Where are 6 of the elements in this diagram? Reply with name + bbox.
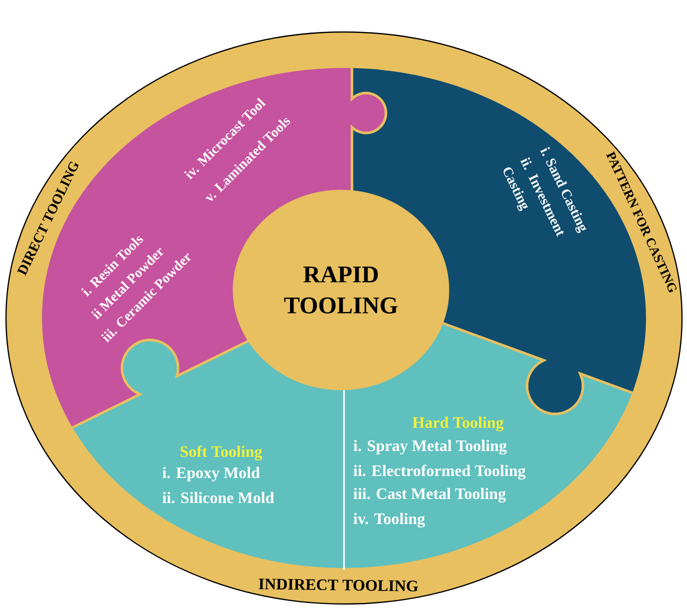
list-item: i. Spray Metal Tooling: [354, 440, 507, 455]
list-item: iv. Tooling: [354, 512, 425, 528]
band-label: INDIRECT TOOLING: [258, 578, 418, 592]
list-item: iii. Cast Metal Tooling: [354, 488, 506, 503]
list-item: ii. Silicone Mold: [162, 492, 274, 504]
list-item: ii. Electroformed Tooling: [354, 464, 526, 480]
